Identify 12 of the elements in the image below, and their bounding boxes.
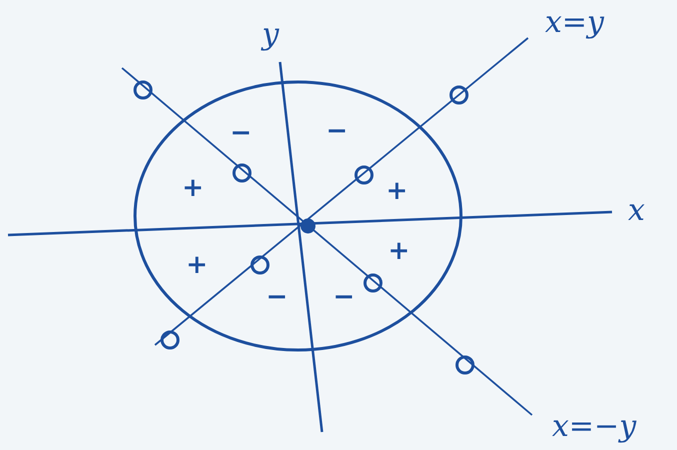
charge-sign: −	[230, 120, 252, 146]
charge-sign: −	[266, 284, 288, 310]
charge-sign: −	[326, 118, 348, 144]
charge-sign: +	[388, 238, 410, 264]
charge-sign: +	[182, 175, 204, 201]
charge-sign: +	[386, 178, 408, 204]
axis-label: x=−y	[552, 412, 636, 442]
charge-sign: −	[333, 284, 355, 310]
axis-label: x=y	[545, 8, 604, 38]
charge-sign: +	[186, 252, 208, 278]
axis-label: x	[628, 196, 645, 226]
axis-label: y	[262, 20, 279, 50]
